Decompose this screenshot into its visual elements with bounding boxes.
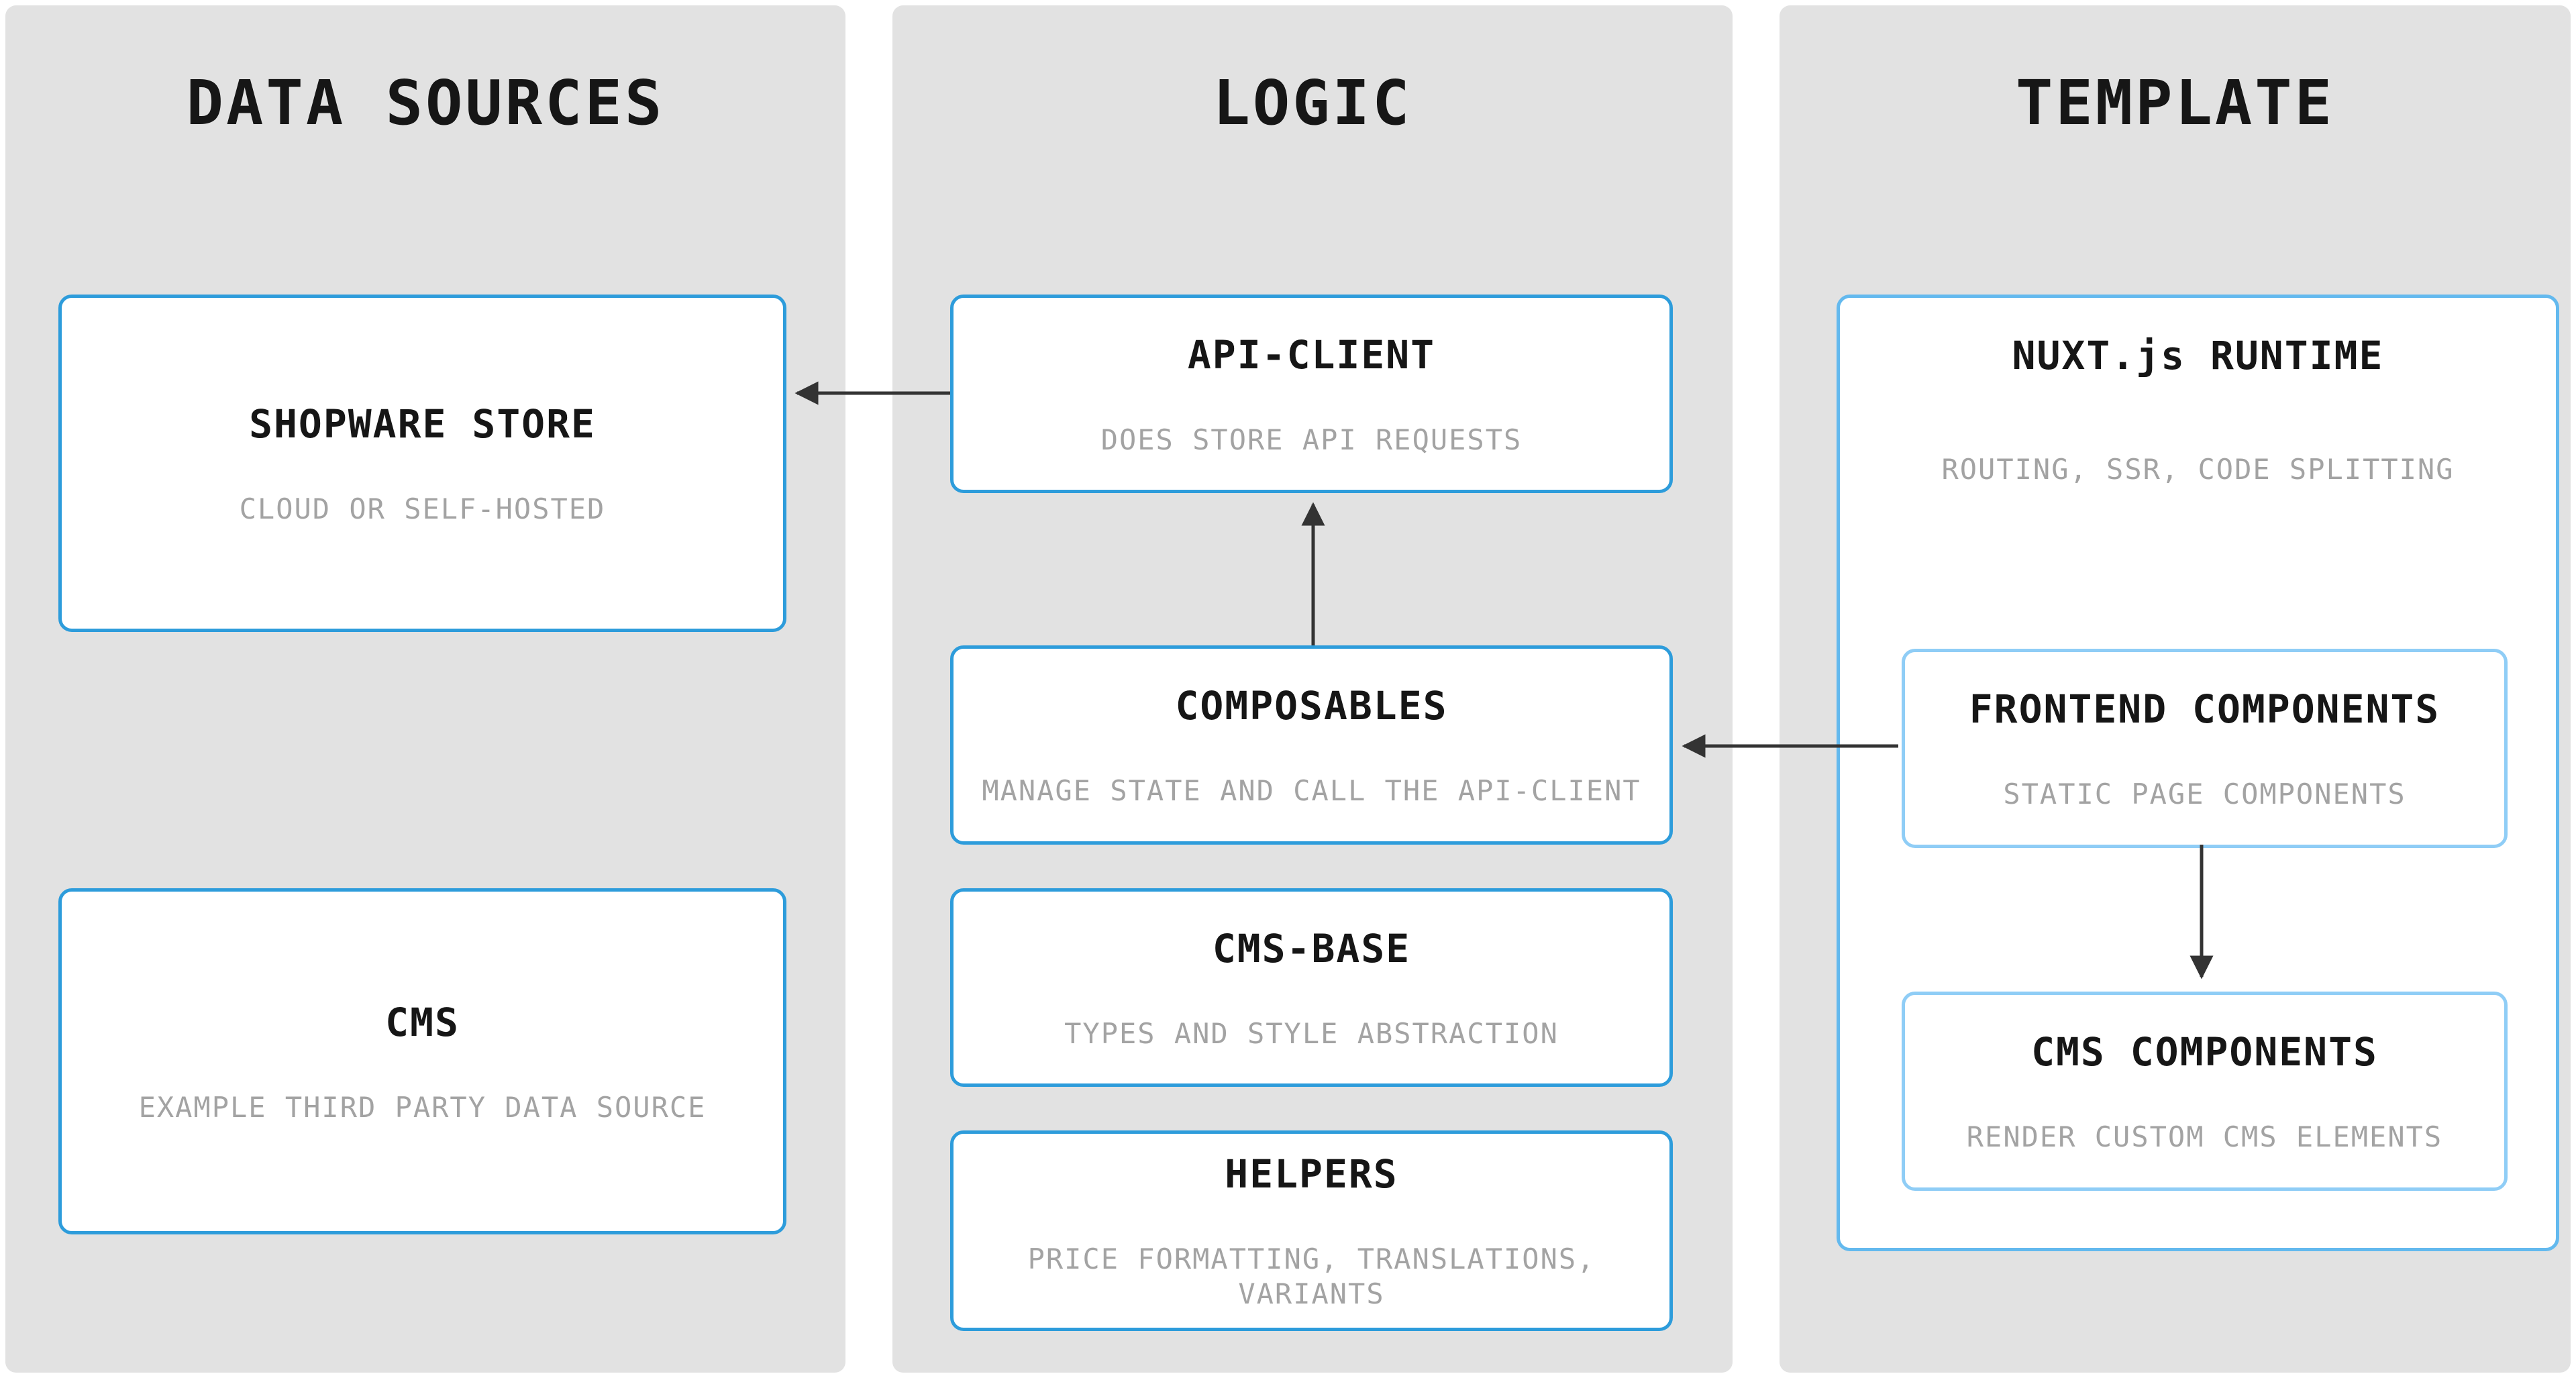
box-cms: CMS EXAMPLE THIRD PARTY DATA SOURCE xyxy=(58,888,786,1234)
box-subtitle-helpers: PRICE FORMATTING, TRANSLATIONS, VARIANTS xyxy=(1027,1242,1596,1310)
box-cms-base: CMS-BASE TYPES AND STYLE ABSTRACTION xyxy=(950,888,1673,1087)
box-subtitle-cms: EXAMPLE THIRD PARTY DATA SOURCE xyxy=(138,1090,707,1124)
box-title-helpers: HELPERS xyxy=(1225,1151,1398,1197)
box-title-cms-components: CMS COMPONENTS xyxy=(2031,1029,2378,1075)
box-nuxt-runtime: NUXT.js RUNTIME ROUTING, SSR, CODE SPLIT… xyxy=(1837,295,2559,1251)
box-subtitle-frontend-components: STATIC PAGE COMPONENTS xyxy=(2003,778,2406,810)
column-logic: LOGIC API-CLIENT DOES STORE API REQUESTS… xyxy=(892,5,1733,1373)
box-title-shopware-store: SHOPWARE STORE xyxy=(249,401,596,447)
column-title-logic: LOGIC xyxy=(1213,67,1412,139)
box-subtitle-composables: MANAGE STATE AND CALL THE API-CLIENT xyxy=(982,774,1641,807)
box-api-client: API-CLIENT DOES STORE API REQUESTS xyxy=(950,295,1673,493)
box-title-nuxt-runtime: NUXT.js RUNTIME xyxy=(2012,333,2384,378)
column-data-sources: DATA SOURCES SHOPWARE STORE CLOUD OR SEL… xyxy=(5,5,845,1373)
box-title-api-client: API-CLIENT xyxy=(1187,331,1436,378)
box-title-frontend-components: FRONTEND COMPONENTS xyxy=(1969,686,2440,732)
column-template: TEMPLATE NUXT.js RUNTIME ROUTING, SSR, C… xyxy=(1780,5,2571,1373)
column-title-template: TEMPLATE xyxy=(2015,67,2335,139)
box-frontend-components: FRONTEND COMPONENTS STATIC PAGE COMPONEN… xyxy=(1902,649,2508,848)
box-helpers: HELPERS PRICE FORMATTING, TRANSLATIONS, … xyxy=(950,1130,1673,1331)
column-title-data-sources: DATA SOURCES xyxy=(186,67,665,139)
box-title-cms-base: CMS-BASE xyxy=(1212,925,1411,971)
box-cms-components: CMS COMPONENTS RENDER CUSTOM CMS ELEMENT… xyxy=(1902,992,2508,1191)
box-subtitle-cms-components: RENDER CUSTOM CMS ELEMENTS xyxy=(1966,1120,2443,1153)
box-shopware-store: SHOPWARE STORE CLOUD OR SELF-HOSTED xyxy=(58,295,786,632)
box-subtitle-nuxt-runtime: ROUTING, SSR, CODE SPLITTING xyxy=(1941,453,2455,486)
box-composables: COMPOSABLES MANAGE STATE AND CALL THE AP… xyxy=(950,645,1673,845)
box-title-composables: COMPOSABLES xyxy=(1175,683,1448,729)
box-title-cms: CMS xyxy=(385,999,460,1045)
box-subtitle-shopware-store: CLOUD OR SELF-HOSTED xyxy=(239,492,606,525)
box-subtitle-cms-base: TYPES AND STYLE ABSTRACTION xyxy=(1064,1016,1559,1050)
box-subtitle-api-client: DOES STORE API REQUESTS xyxy=(1100,423,1523,456)
